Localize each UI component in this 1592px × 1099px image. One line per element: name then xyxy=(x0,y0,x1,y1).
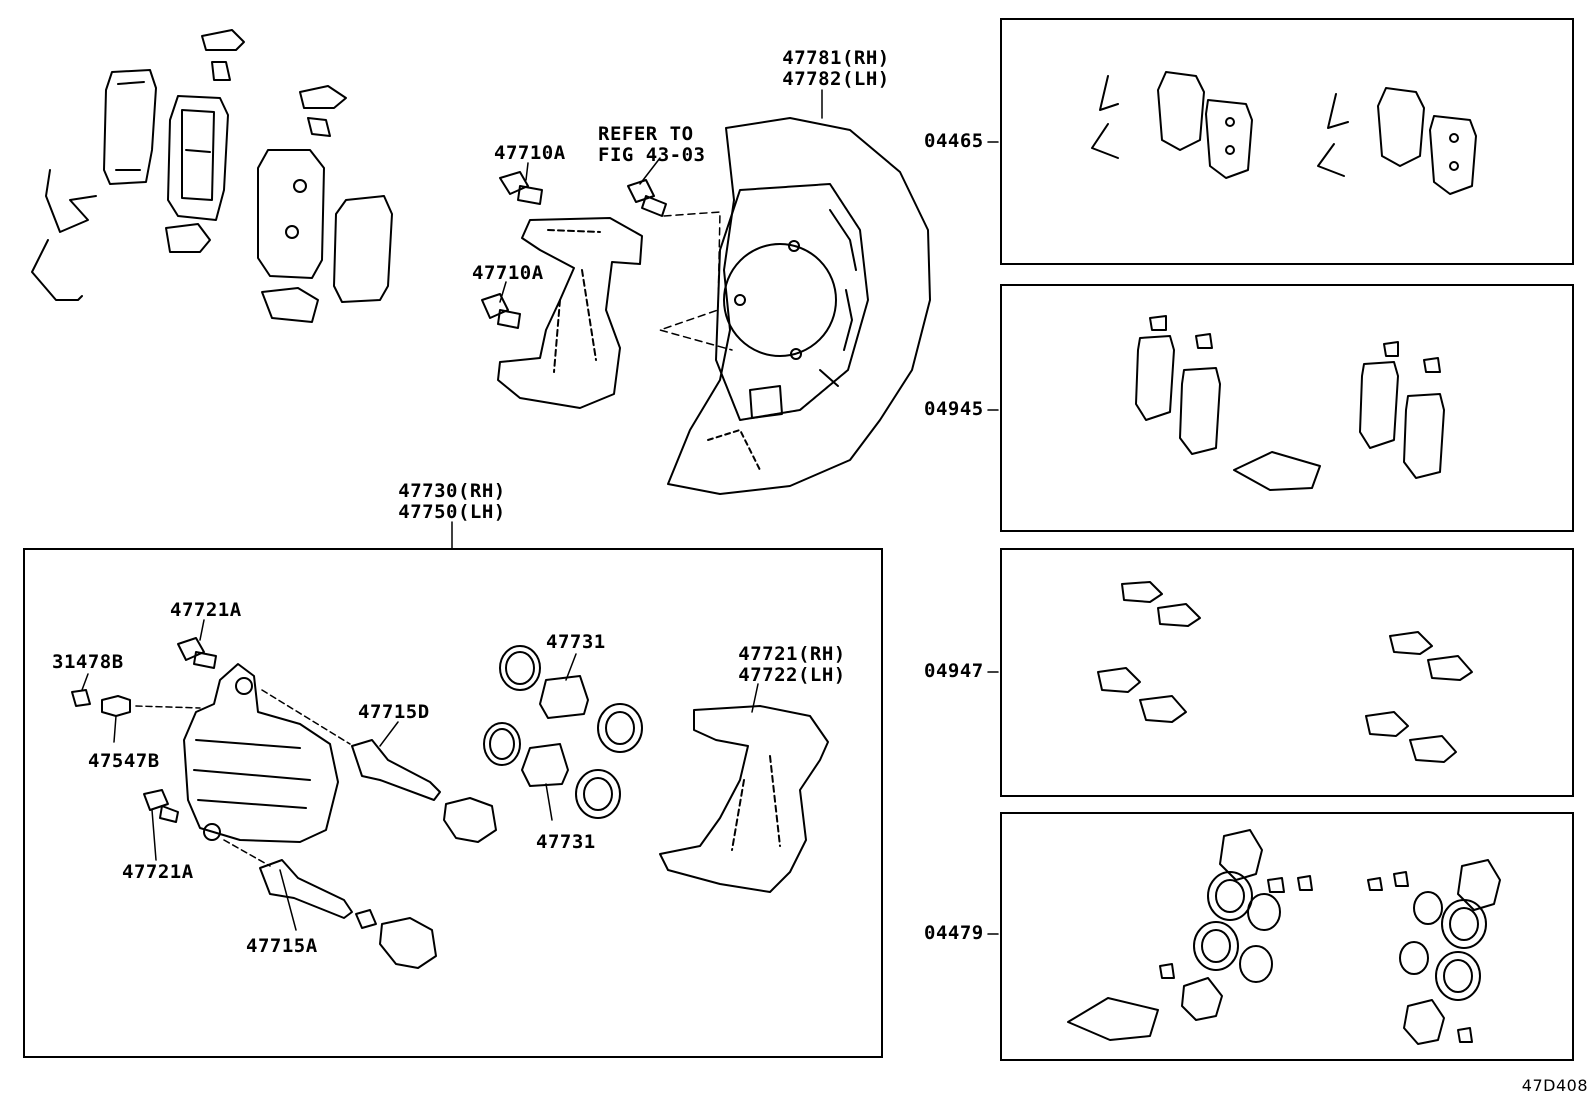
kit-04465-drawing xyxy=(1091,71,1477,195)
label-kit-04945[interactable]: 04945 xyxy=(924,398,984,420)
label-mounting-bracket[interactable]: 47721(RH) 47722(LH) xyxy=(730,644,854,686)
label-dust-shield[interactable]: 47781(RH) 47782(LH) xyxy=(776,48,896,90)
kit-box-04465 xyxy=(1000,18,1574,265)
label-dust-shield-rh: 47781(RH) xyxy=(782,47,890,69)
kit-box-04947 xyxy=(1000,548,1574,797)
caliper-assembly-box xyxy=(23,548,883,1058)
label-pin-47715d[interactable]: 47715D xyxy=(358,701,430,723)
pad-set-drawing xyxy=(31,29,393,323)
figure-id: 47D408 xyxy=(1521,1076,1588,1095)
label-bleeder-plug[interactable]: 31478B xyxy=(52,651,124,673)
kit-box-04479 xyxy=(1000,812,1574,1061)
label-bolt-47721a-bottom[interactable]: 47721A xyxy=(122,861,194,883)
label-caliper-lh: 47750(LH) xyxy=(398,501,506,523)
label-kit-04947[interactable]: 04947 xyxy=(924,660,984,682)
kit-04947-drawing xyxy=(1097,581,1473,763)
label-mount-rh: 47721(RH) xyxy=(738,643,846,665)
label-mount-lh: 47722(LH) xyxy=(738,664,846,686)
label-bleeder-cap[interactable]: 47547B xyxy=(88,750,160,772)
label-kit-04465[interactable]: 04465 xyxy=(924,130,984,152)
label-bolt-47710a-mid[interactable]: 47710A xyxy=(472,262,544,284)
upper-bracket-drawing xyxy=(481,171,733,409)
label-kit-04479[interactable]: 04479 xyxy=(924,922,984,944)
label-piston-47731-bottom[interactable]: 47731 xyxy=(536,831,596,853)
label-piston-47731-top[interactable]: 47731 xyxy=(546,631,606,653)
label-refer-to: REFER TO xyxy=(598,123,694,145)
label-caliper-rh: 47730(RH) xyxy=(398,480,506,502)
label-dust-shield-lh: 47782(LH) xyxy=(782,68,890,90)
label-pin-47715a[interactable]: 47715A xyxy=(246,935,318,957)
label-refer-to-fig[interactable]: REFER TO FIG 43-03 xyxy=(598,124,705,166)
kit-04945-drawing xyxy=(1135,315,1445,491)
caliper-assembly-drawing xyxy=(71,637,829,969)
label-caliper-assembly[interactable]: 47730(RH) 47750(LH) xyxy=(390,481,514,523)
kit-box-04945 xyxy=(1000,284,1574,532)
label-bolt-47721a-top[interactable]: 47721A xyxy=(170,599,242,621)
leader-lines xyxy=(81,89,999,935)
kit-04479-drawing xyxy=(1067,829,1501,1045)
label-bolt-47710a-top[interactable]: 47710A xyxy=(494,142,566,164)
label-fig-ref: FIG 43-03 xyxy=(598,144,706,166)
dust-shield-drawing xyxy=(667,117,931,495)
